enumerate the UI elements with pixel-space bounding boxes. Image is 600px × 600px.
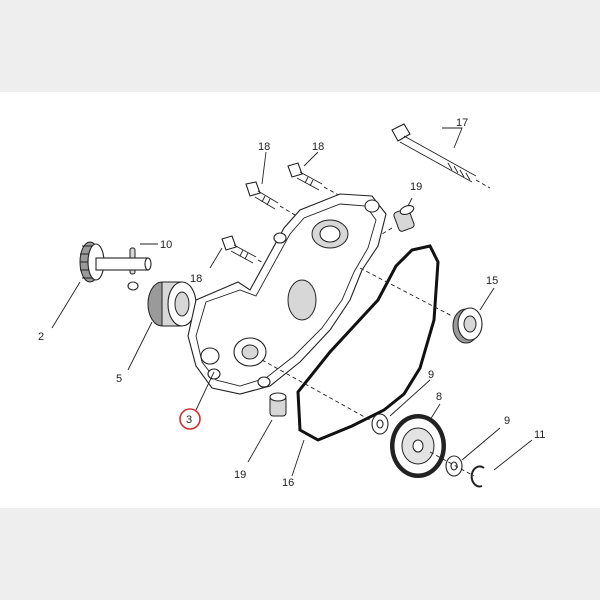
leader-3 [195, 371, 215, 411]
dash-17 [475, 179, 491, 189]
leader-18c [209, 247, 223, 269]
part-9-washer-lower[interactable] [445, 455, 463, 477]
part-5-bearing[interactable] [147, 281, 197, 327]
callout-15: 15 [486, 275, 498, 287]
callout-3-highlighted[interactable]: 3 [179, 408, 201, 430]
part-19-dowel-upper[interactable] [393, 204, 415, 232]
part-9-washer-upper[interactable] [371, 413, 389, 435]
leader-8 [429, 403, 441, 421]
leader-9a [389, 379, 431, 417]
part-15-oil-seal[interactable] [452, 307, 483, 344]
part-17-long-bolt[interactable] [391, 123, 477, 183]
dash-19a [371, 227, 393, 241]
highlight-circle [179, 408, 201, 430]
part-2-impeller-shaft[interactable] [79, 241, 152, 291]
dash-18a [279, 205, 301, 219]
part-18-bolt-upper-right[interactable] [287, 162, 323, 191]
leader-19a [407, 197, 413, 207]
callout-18-a: 18 [258, 141, 270, 153]
dash-18b [323, 186, 345, 199]
callout-2: 2 [38, 331, 44, 343]
callout-11: 11 [534, 429, 545, 441]
callout-5: 5 [116, 373, 122, 385]
leader-9b [461, 427, 501, 461]
leader-11 [493, 439, 533, 471]
callout-3: 3 [186, 414, 192, 426]
part-18-bolt-lower[interactable] [221, 235, 257, 264]
callout-18-b: 18 [312, 141, 324, 153]
part-19-dowel-lower[interactable] [269, 392, 287, 417]
part-3-pump-cover[interactable] [187, 193, 387, 395]
callout-9-upper: 9 [428, 369, 434, 381]
leader-17 [442, 127, 463, 149]
callout-8: 8 [436, 391, 442, 403]
callout-19-upper: 19 [410, 181, 422, 193]
part-11-circlip[interactable] [470, 465, 485, 488]
callout-10: 10 [160, 239, 172, 251]
part-8-gear[interactable] [390, 414, 446, 478]
callout-9-lower: 9 [504, 415, 510, 427]
callout-18-c: 18 [190, 273, 202, 285]
leader-18b [303, 151, 319, 167]
part-16-gasket[interactable] [296, 244, 440, 442]
leader-2 [51, 281, 81, 329]
callout-16: 16 [282, 477, 294, 489]
dash-11 [429, 451, 475, 477]
part-18-bolt-upper-left[interactable] [245, 181, 279, 210]
leader-5 [127, 321, 153, 371]
callout-17: 17 [456, 117, 468, 129]
leader-19b [247, 419, 273, 463]
callout-19-lower: 19 [234, 469, 246, 481]
leader-16 [291, 439, 305, 477]
leader-15 [479, 287, 495, 311]
leader-18a [261, 151, 267, 185]
dash-15 [359, 267, 453, 317]
